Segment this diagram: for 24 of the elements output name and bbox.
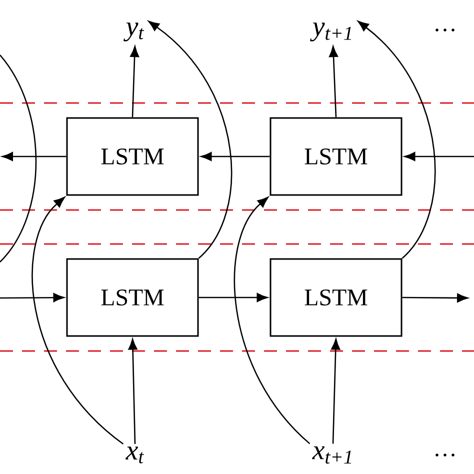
arrow [200,152,270,161]
variable-label: x$_{t}$ [126,446,144,464]
arrow [331,338,340,444]
curved-arrow [148,20,232,259]
lstm-box: LSTM [270,117,402,196]
ellipsis-label: … [436,28,454,32]
variable-label: x$_{t+1}$ [312,446,352,464]
lstm-box: LSTM [66,117,199,196]
curved-arrow [234,196,310,444]
variable-label: y$_{t}$ [124,22,144,42]
arrow [329,46,338,118]
variable-label: y$_{t+1}$ [310,22,352,42]
curved-arrow [358,20,436,259]
ellipsis-label: … [436,454,454,456]
arrow [128,338,138,444]
arrow [198,293,268,302]
arrow [130,46,140,118]
arrow [2,152,66,161]
lstm-box: LSTM [66,258,199,337]
curved-arrow [32,196,124,444]
arrow [404,152,474,161]
arrow [402,293,468,302]
arrow [0,293,64,302]
lstm-box: LSTM [270,258,402,337]
